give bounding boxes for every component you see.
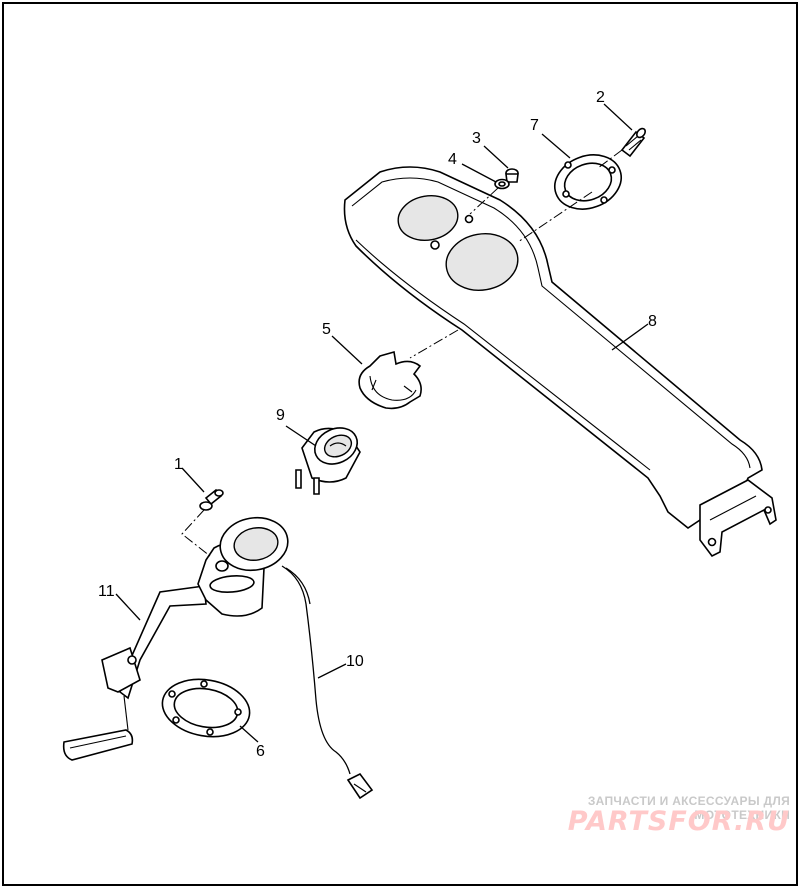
callout-3: 3 bbox=[472, 130, 481, 147]
screw-part-1 bbox=[199, 488, 224, 511]
gauge-part-9 bbox=[295, 427, 361, 495]
callout-8: 8 bbox=[648, 313, 657, 330]
leader-lines bbox=[115, 103, 649, 743]
callout-1: 1 bbox=[174, 456, 183, 473]
washer-part-4 bbox=[494, 178, 510, 190]
callout-9: 9 bbox=[276, 407, 285, 424]
callout-5: 5 bbox=[322, 321, 331, 338]
callout-11: 11 bbox=[98, 583, 115, 600]
gasket-part-6 bbox=[161, 678, 251, 738]
console-housing-part-8 bbox=[343, 166, 777, 558]
assembly-lines bbox=[181, 149, 623, 557]
watermark-tagline: ЗАПЧАСТИ И АКСЕССУАРЫ ДЛЯ МОТОТЕХНИКИ bbox=[587, 794, 790, 822]
callout-2: 2 bbox=[596, 89, 605, 106]
callout-7: 7 bbox=[530, 117, 539, 134]
callout-4: 4 bbox=[448, 151, 457, 168]
screw-part-2 bbox=[620, 127, 646, 158]
gasket-ring-part-7 bbox=[554, 154, 622, 210]
callout-10: 10 bbox=[346, 653, 364, 670]
wire-harness-part-10 bbox=[281, 565, 374, 800]
screw-part-3 bbox=[505, 168, 519, 183]
fuel-sender-part-11 bbox=[62, 516, 289, 761]
watermark-logo: PARTSFOR.RU bbox=[567, 806, 790, 837]
retaining-clip-part-5 bbox=[358, 350, 422, 410]
callout-6: 6 bbox=[256, 743, 265, 760]
